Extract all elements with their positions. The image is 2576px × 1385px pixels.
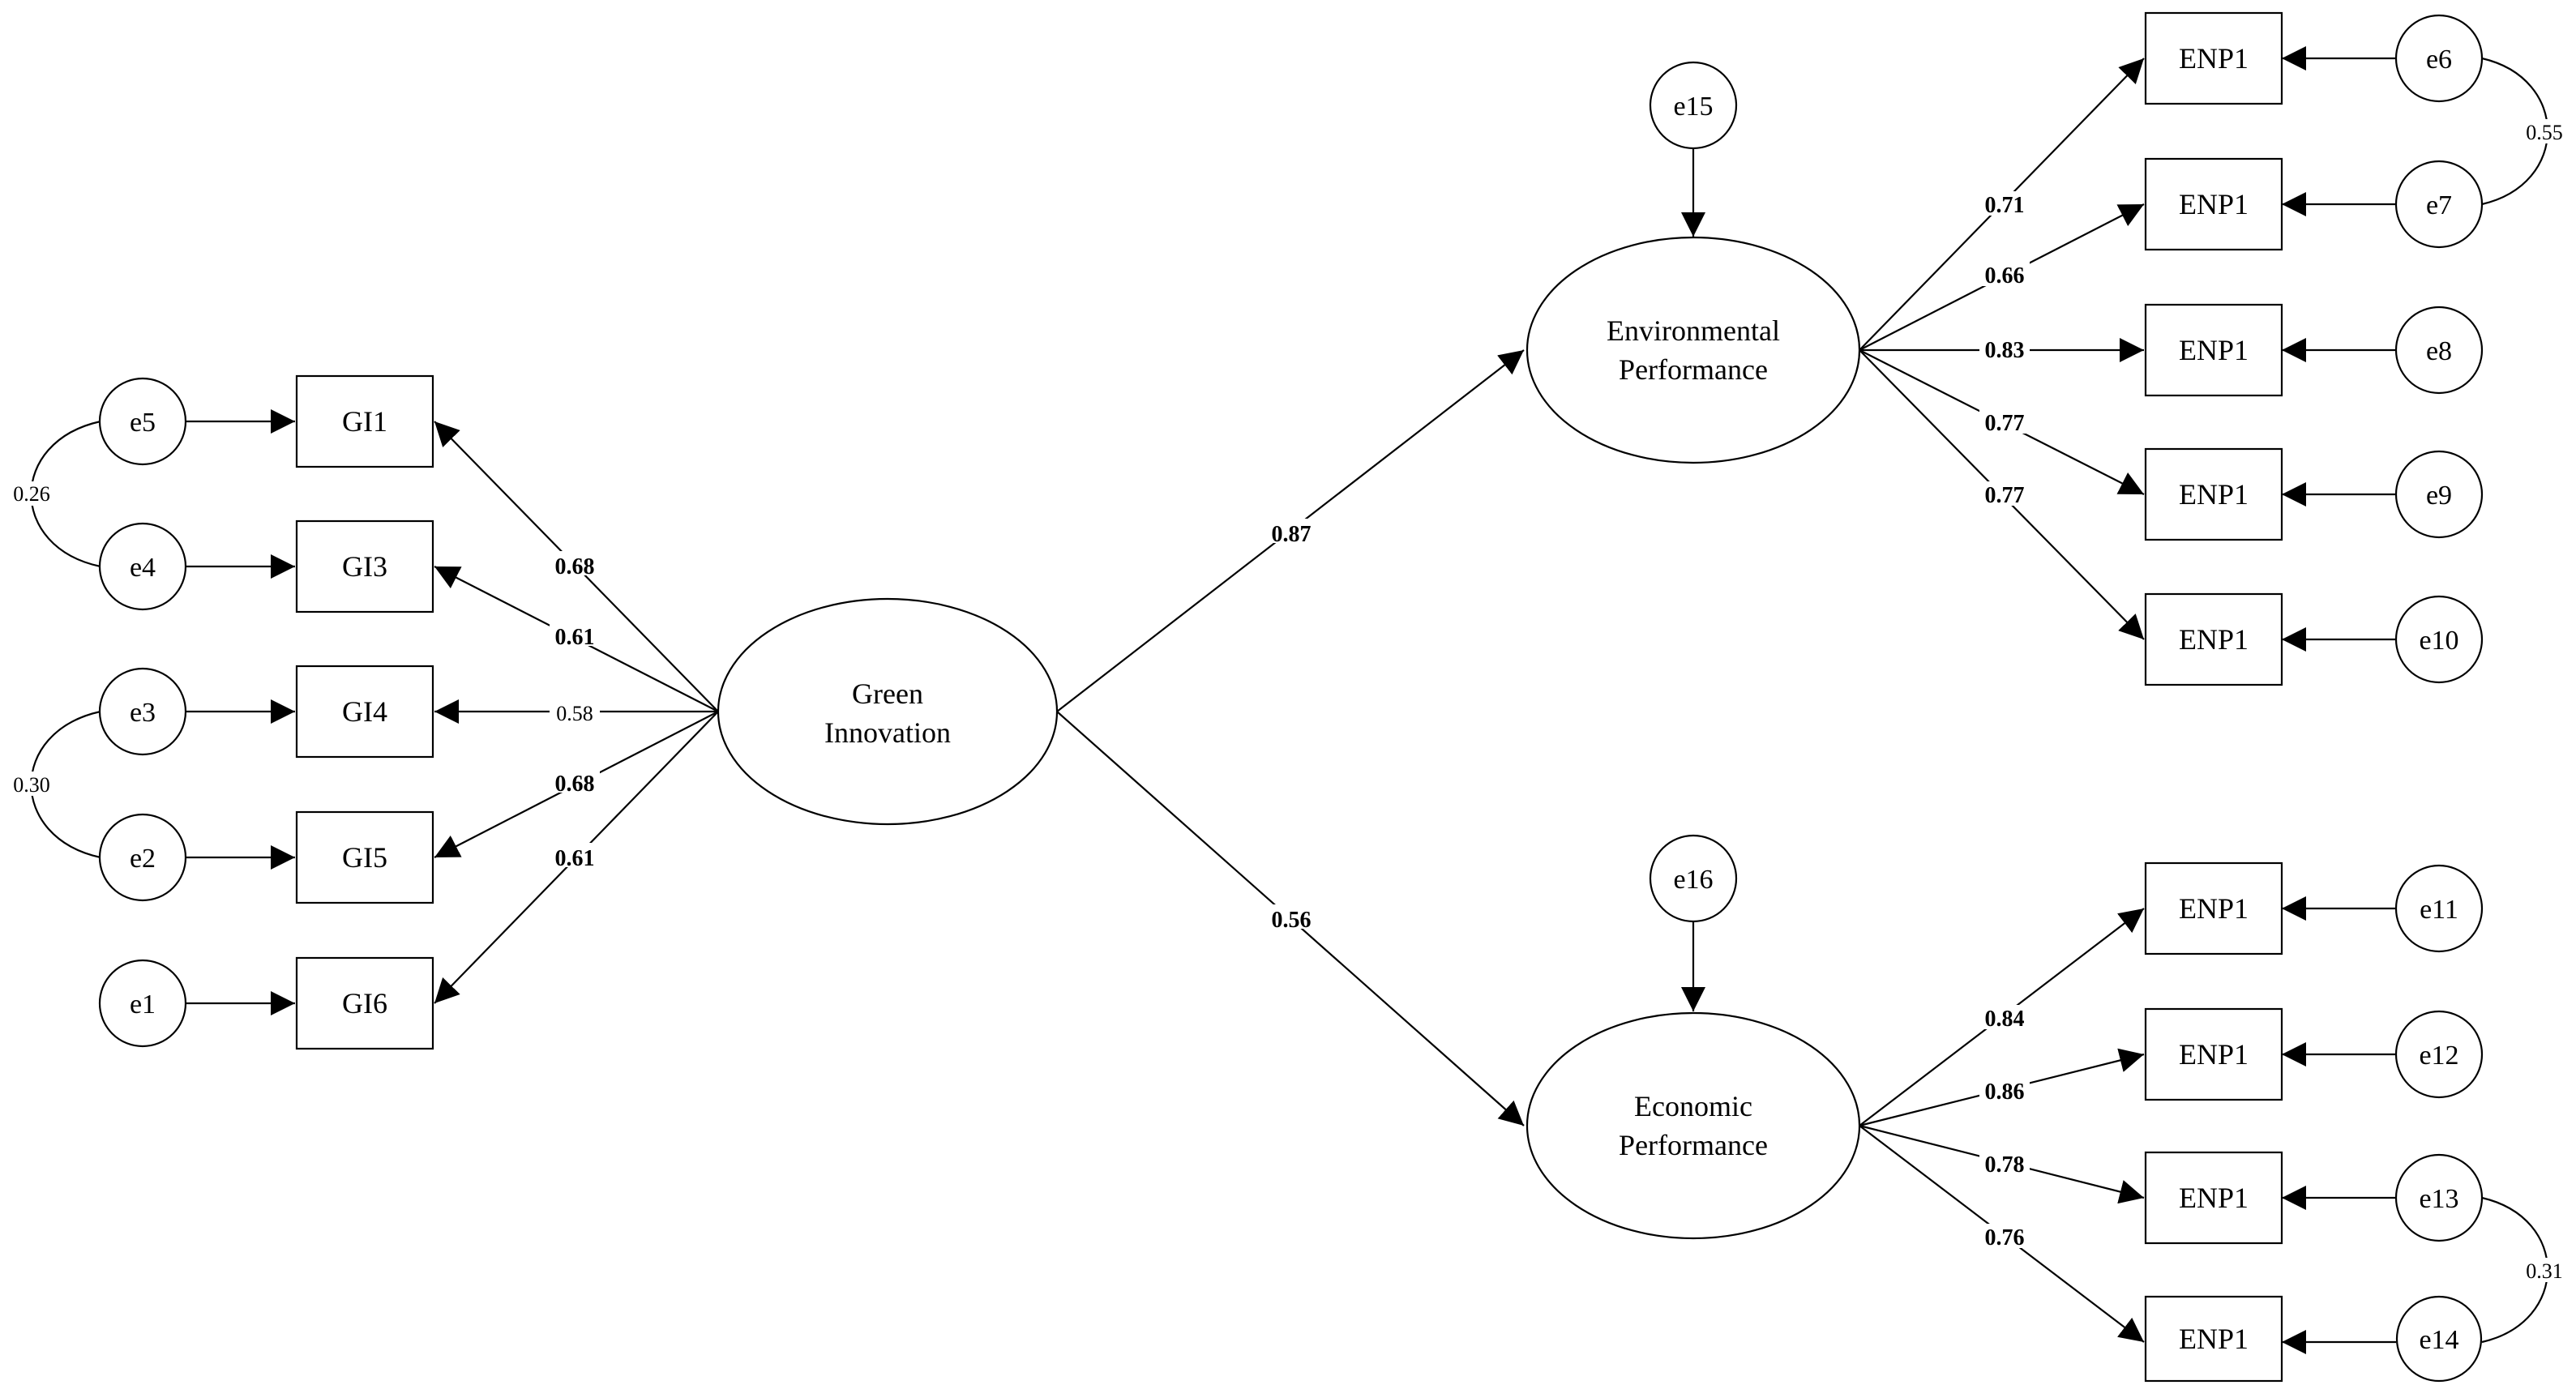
- indicator-box: GI6: [295, 956, 434, 1050]
- loading-eco-1: 0.84: [1985, 1007, 2025, 1032]
- indicator-box: GI5: [295, 810, 434, 904]
- indicator-box: GI3: [295, 519, 434, 613]
- error-circle: e4: [98, 522, 187, 611]
- error-label: e12: [2419, 1041, 2458, 1071]
- indicator-box: GI1: [295, 374, 434, 468]
- cov-label-e13-e14: 0.31: [2526, 1259, 2563, 1283]
- loading-env-4: 0.77: [1985, 411, 2025, 436]
- loading-env-3: 0.83: [1985, 338, 2025, 363]
- latent-label-line-2: Innovation: [824, 716, 951, 749]
- eco-errors: e11 e12 e13 e14: [2394, 864, 2484, 1383]
- indicator-label: GI5: [342, 841, 387, 874]
- loading-gi3: 0.61: [555, 625, 595, 650]
- error-label: e1: [130, 990, 156, 1020]
- coefficient-labels: 0.68 0.61 0.58 0.68 0.61 0.87 0.56 0.71 …: [550, 191, 2030, 1250]
- indicator-label: GI3: [342, 550, 387, 583]
- edges: [186, 46, 2396, 1354]
- latent-economic-performance: Economic Performance: [1525, 1011, 1861, 1240]
- loading-eco-3: 0.78: [1985, 1152, 2025, 1178]
- error-circle: e6: [2394, 14, 2484, 103]
- error-circle: e14: [2395, 1295, 2483, 1383]
- loading-gi4: 0.58: [556, 702, 593, 725]
- error-circle: e10: [2394, 595, 2484, 684]
- loading-env-1: 0.71: [1985, 193, 2025, 218]
- indicator-box: ENP1: [2144, 303, 2283, 397]
- indicator-label: GI6: [342, 987, 387, 1020]
- indicator-label: ENP1: [2179, 623, 2249, 656]
- disturbance-label: e16: [1673, 865, 1713, 895]
- loading-env-2: 0.66: [1985, 263, 2025, 289]
- disturbance-e16: e16: [1649, 834, 1738, 923]
- error-label: e5: [130, 408, 156, 438]
- error-circle: e5: [98, 377, 187, 466]
- latent-label-line-2: Performance: [1619, 1129, 1768, 1161]
- loading-gi6: 0.61: [555, 846, 595, 871]
- error-label: e13: [2419, 1184, 2458, 1214]
- indicator-box: GI4: [295, 665, 434, 759]
- loading-eco-4: 0.76: [1985, 1225, 2025, 1250]
- covariance-labels: 0.26 0.30 0.55 0.31: [10, 119, 2566, 1283]
- indicator-box: ENP1: [2144, 861, 2283, 955]
- indicator-label: ENP1: [2179, 188, 2249, 220]
- indicator-label: ENP1: [2179, 1323, 2249, 1355]
- indicator-box: ENP1: [2144, 592, 2283, 686]
- error-label: e6: [2426, 45, 2452, 75]
- loading-gi5: 0.68: [555, 772, 595, 797]
- indicator-label: ENP1: [2179, 334, 2249, 366]
- cov-label-e3-e2: 0.30: [13, 773, 50, 797]
- error-label: e8: [2426, 336, 2452, 366]
- path-gi-eco: 0.56: [1272, 908, 1312, 933]
- error-circle: e13: [2394, 1153, 2484, 1242]
- error-label: e4: [130, 553, 156, 583]
- loading-env-5: 0.77: [1985, 483, 2025, 508]
- latent-label-line-1: Environmental: [1607, 314, 1780, 347]
- cov-label-e6-e7: 0.55: [2526, 121, 2563, 144]
- error-circle: e9: [2394, 450, 2484, 539]
- eco-indicators: ENP1 ENP1 ENP1 ENP1: [2144, 861, 2283, 1383]
- error-circle: e2: [98, 813, 187, 902]
- error-label: e2: [130, 844, 156, 874]
- error-label: e7: [2426, 190, 2452, 220]
- indicator-label: GI1: [342, 405, 387, 438]
- disturbance-label: e15: [1673, 92, 1713, 122]
- indicator-box: ENP1: [2144, 11, 2283, 105]
- cov-label-e5-e4: 0.26: [13, 482, 50, 506]
- latent-green-innovation: Green Innovation: [717, 597, 1059, 826]
- disturbance-e15: e15: [1649, 61, 1738, 150]
- loading-gi1: 0.68: [555, 554, 595, 579]
- error-circle: e1: [98, 959, 187, 1048]
- indicator-box: ENP1: [2144, 1295, 2283, 1383]
- error-label: e11: [2420, 895, 2458, 925]
- error-label: e3: [130, 698, 156, 728]
- indicator-box: ENP1: [2144, 447, 2283, 541]
- error-circle: e7: [2394, 160, 2484, 249]
- indicator-label: ENP1: [2179, 1038, 2249, 1071]
- error-circle: e12: [2394, 1010, 2484, 1099]
- indicator-box: ENP1: [2144, 1151, 2283, 1245]
- env-indicators: ENP1 ENP1 ENP1 ENP1 ENP1: [2144, 11, 2283, 686]
- gi-errors: e5 e4 e3 e2 e1: [98, 377, 187, 1048]
- gi-indicators: GI1 GI3 GI4 GI5 GI6: [295, 374, 434, 1050]
- error-label: e9: [2426, 481, 2452, 511]
- indicator-label: ENP1: [2179, 42, 2249, 75]
- error-label: e14: [2419, 1325, 2458, 1355]
- indicator-box: ENP1: [2144, 1007, 2283, 1101]
- error-circle: e3: [98, 667, 187, 756]
- latent-label-line-1: Economic: [1634, 1090, 1752, 1122]
- indicator-label: ENP1: [2179, 892, 2249, 925]
- env-errors: e6 e7 e8 e9 e10: [2394, 14, 2484, 684]
- error-circle: e11: [2394, 864, 2484, 953]
- latent-label-line-1: Green: [852, 678, 923, 710]
- indicator-label: ENP1: [2179, 1182, 2249, 1214]
- error-circle: e8: [2394, 306, 2484, 395]
- indicator-label: ENP1: [2179, 478, 2249, 511]
- indicator-label: GI4: [342, 695, 387, 728]
- indicator-box: ENP1: [2144, 157, 2283, 251]
- latent-label-line-2: Performance: [1619, 353, 1768, 386]
- error-label: e10: [2419, 626, 2458, 656]
- path-gi-env: 0.87: [1272, 522, 1312, 547]
- loading-eco-2: 0.86: [1985, 1079, 2025, 1105]
- latent-environmental-performance: Environmental Performance: [1525, 236, 1861, 464]
